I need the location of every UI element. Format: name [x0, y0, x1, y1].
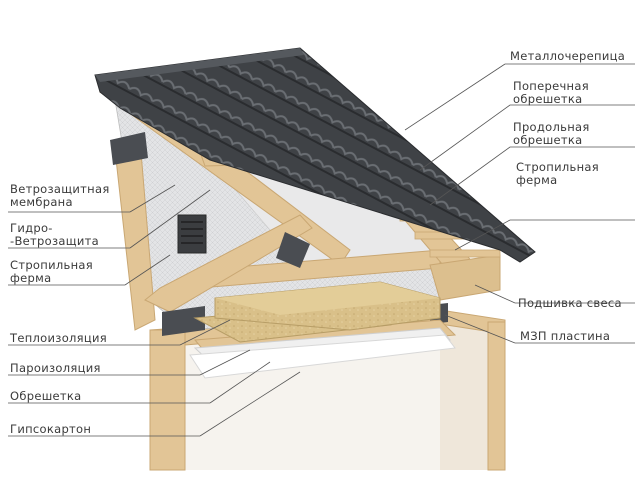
mzp-plate-3 [162, 306, 205, 336]
label-cross-batten: Поперечная обрешетка [513, 79, 589, 106]
label-wind-membrane: Ветрозащитная мембрана [10, 182, 110, 209]
truss-diagonal [144, 214, 313, 313]
label-rafter-truss-left: Стропильная ферма [10, 258, 93, 285]
leader-lines [8, 63, 635, 437]
label-eave-lining: Подшивка свеса [518, 296, 622, 310]
tile-ridge-edge [95, 48, 304, 82]
wall-post-right [487, 321, 506, 471]
label-insulation: Теплоизоляция [10, 331, 108, 345]
label-vapor-barrier: Пароизоляция [10, 361, 101, 375]
wall-post-left [149, 329, 186, 471]
gable-vent [177, 214, 207, 254]
drywall-ceiling [189, 334, 456, 379]
label-drywall: Гипсокартон [10, 422, 92, 436]
mzp-plate-1 [110, 132, 148, 165]
label-metal-tile: Металлочерепица [510, 49, 626, 63]
label-hydro-wind: Гидро- -Ветрозащита [10, 221, 99, 248]
label-battening: Обрешетка [10, 389, 82, 403]
label-long-batten: Продольная обрешетка [513, 120, 590, 147]
label-rafter-truss-right: Стропильная ферма [516, 160, 599, 187]
insulation-top [215, 282, 440, 315]
mzp-plate-2 [276, 232, 310, 268]
metal-tile-roof [94, 47, 536, 263]
label-mzp-plate: МЗП пластина [520, 329, 611, 343]
